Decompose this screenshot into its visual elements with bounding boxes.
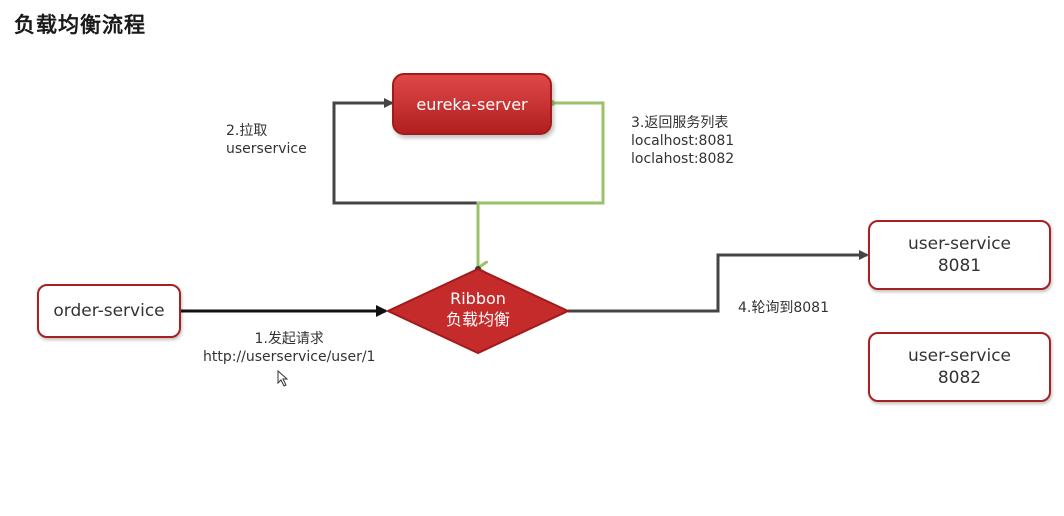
request-label-line1: 1.发起请求 <box>254 331 324 347</box>
pull-label-line2: userservice <box>226 141 307 157</box>
user-service-8081-label-line1: user-service <box>907 234 1012 254</box>
return-label-line2: localhost:8081 <box>631 133 735 149</box>
mouse-cursor-icon <box>277 370 289 387</box>
eureka-server-node: eureka-server <box>392 73 552 135</box>
eureka-server-label: eureka-server <box>416 94 528 114</box>
page-title: 负载均衡流程 <box>14 13 146 37</box>
order-service-label: order-service <box>53 301 165 321</box>
ribbon-diamond <box>385 267 571 355</box>
return-label-line3: loclahost:8082 <box>631 151 735 167</box>
return-arrow <box>478 101 605 268</box>
user-service-8082-node: user-service 8082 <box>868 332 1051 402</box>
pull-label-line1: 2.拉取 <box>226 123 268 139</box>
ribbon-label-line2: 负载均衡 <box>445 310 510 329</box>
user-service-8081-label-line2: 8081 <box>937 256 982 276</box>
poll-arrow <box>568 250 869 313</box>
pull-label: 2.拉取 userservice <box>226 122 307 158</box>
user-service-8082-label-line2: 8082 <box>937 368 982 388</box>
ribbon-label: Ribbon 负载均衡 <box>418 288 538 330</box>
poll-label: 4.轮询到8081 <box>738 300 829 316</box>
user-service-8082-label-line1: user-service <box>907 346 1012 366</box>
user-service-8081-node: user-service 8081 <box>868 220 1051 290</box>
return-label-line1: 3.返回服务列表 <box>631 115 729 131</box>
pull-arrow <box>332 98 478 205</box>
request-label: 1.发起请求 http://userservice/user/1 <box>203 330 375 366</box>
order-service-node: order-service <box>37 284 181 338</box>
ribbon-label-line1: Ribbon <box>450 289 506 308</box>
request-label-line2: http://userservice/user/1 <box>203 349 376 365</box>
return-label: 3.返回服务列表 localhost:8081 loclahost:8082 <box>631 114 734 168</box>
